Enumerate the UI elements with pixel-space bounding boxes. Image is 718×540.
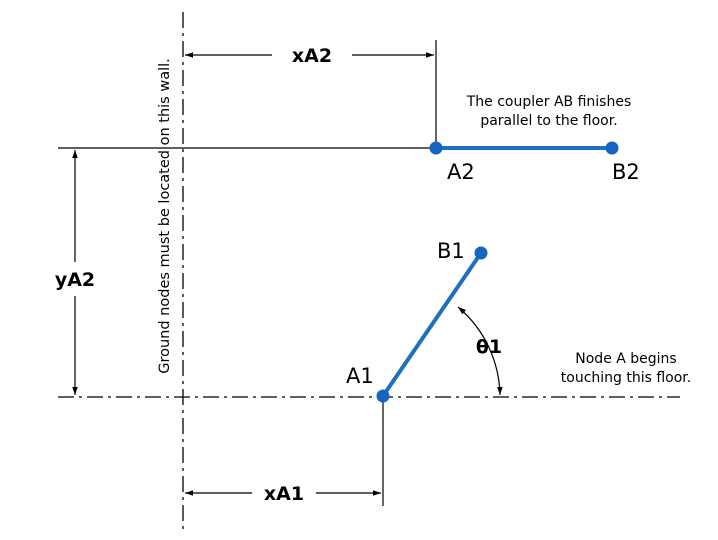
coupler-note-line2: parallel to the floor.: [480, 113, 617, 129]
a2-label: A2: [447, 160, 475, 184]
node-b2: [605, 141, 619, 155]
yA2-label: yA2: [55, 269, 95, 291]
node-a1: [376, 389, 390, 403]
b2-label: B2: [612, 160, 640, 184]
coupler-note-line1: The coupler AB finishes: [466, 94, 632, 110]
b1-label: B1: [437, 239, 465, 263]
xA1-label: xA1: [264, 483, 304, 505]
a1-label: A1: [346, 364, 374, 388]
theta1-arc: [457, 306, 503, 396]
node-b1: [474, 246, 488, 260]
theta1-label: θ1: [476, 336, 502, 358]
coupler-initial-link: [381, 251, 483, 398]
xA2-label: xA2: [292, 45, 332, 67]
node-a2: [429, 141, 443, 155]
floor-note-line1: Node A begins: [575, 351, 676, 367]
wall-note: Ground nodes must be located on this wal…: [157, 58, 173, 374]
floor-note-line2: touching this floor.: [561, 370, 691, 386]
